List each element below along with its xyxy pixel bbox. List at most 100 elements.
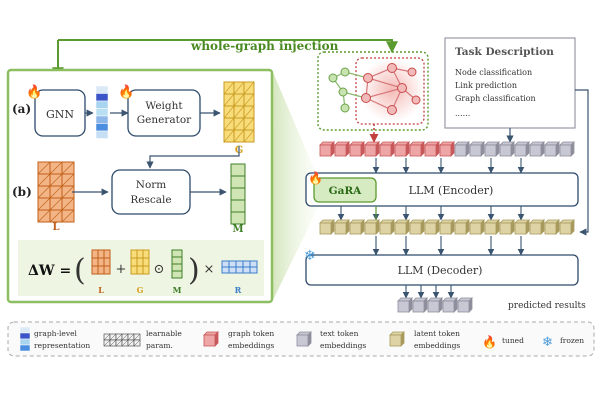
text-token-side <box>480 141 485 157</box>
matrix-g-hatch <box>243 93 255 107</box>
input-to-encoder-arrows <box>372 158 525 174</box>
graph-token-side <box>390 141 395 157</box>
output-token-row <box>397 297 473 313</box>
matrix-g-hatch <box>223 105 235 119</box>
text-token <box>514 144 527 157</box>
formula-r-cell <box>249 266 258 274</box>
latent-token-side <box>465 219 470 235</box>
legend-label: graph-level <box>34 329 78 338</box>
task-item: Link prediction <box>455 81 517 90</box>
legend-text-token-icon <box>296 334 309 347</box>
matrix-l <box>37 161 75 223</box>
text-token <box>484 144 497 157</box>
formula-l-cell <box>103 257 111 267</box>
legend-label: embeddings <box>320 341 366 350</box>
latent-token <box>559 222 572 235</box>
latent-token-side <box>495 219 500 235</box>
fire-icon: 🔥 <box>118 84 134 100</box>
latent-token-side <box>540 219 545 235</box>
text-token-side <box>540 141 545 157</box>
latent-token-side <box>390 219 395 235</box>
decoder-label: LLM (Decoder) <box>398 264 483 277</box>
text-token-side <box>495 141 500 157</box>
latent-token <box>544 222 557 235</box>
text-token-side <box>408 297 413 313</box>
matrix-l-hatch <box>37 209 51 223</box>
matrix-l-hatch <box>61 161 75 175</box>
matrix-l-hatch <box>37 161 51 175</box>
latent-token <box>499 222 512 235</box>
matrix-g-hatch <box>243 117 255 131</box>
formula-g-cell <box>142 265 150 275</box>
close-paren: ) <box>188 253 200 288</box>
predicted-results-label: predicted results <box>508 301 586 311</box>
matrix-g-hatch <box>233 129 245 143</box>
weight-generator-label-1: Weight <box>145 100 183 112</box>
text-token <box>427 300 440 313</box>
legend-label: tuned <box>502 336 524 345</box>
injection-path: whole-graph injection <box>52 39 398 80</box>
matrix-g-hatch <box>223 117 235 131</box>
legend-label: learnable <box>146 329 182 338</box>
matrix-m-cell <box>230 199 246 213</box>
graph-token <box>409 144 422 157</box>
matrix-g-hatch <box>243 81 255 95</box>
graph-token-side <box>405 141 410 157</box>
legend-learnable-hatch <box>109 333 117 341</box>
encoder-label: LLM (Encoder) <box>409 184 494 197</box>
latent-token <box>529 222 542 235</box>
latent-token-side <box>360 219 365 235</box>
graph-token <box>334 144 347 157</box>
legend-graph-level-icon <box>19 326 31 334</box>
matrix-g-hatch <box>223 81 235 95</box>
text-token <box>457 300 470 313</box>
legend-learnable-hatch <box>103 339 111 347</box>
task-item: Graph classification <box>455 94 536 103</box>
matrix-g-hatch <box>233 93 245 107</box>
text-token <box>412 300 425 313</box>
graph-token <box>349 144 362 157</box>
vector-cell <box>95 108 109 117</box>
text-token <box>454 144 467 157</box>
matrix-m-cell <box>230 163 246 177</box>
matrix-l-hatch <box>49 197 63 211</box>
formula-l-cell <box>91 249 99 259</box>
legend-learnable-hatch <box>133 333 141 341</box>
legend-text-token-icon-side <box>307 331 312 347</box>
llm-encoder: GaRA 🔥 LLM (Encoder) <box>305 171 579 207</box>
task-description-box: Task Description Node classification Lin… <box>444 37 589 236</box>
fire-icon: 🔥 <box>308 171 323 185</box>
matrix-l-hatch <box>61 185 75 199</box>
legend-learnable-hatch <box>109 339 117 347</box>
decoder-to-output-arrows <box>402 285 455 299</box>
legend-label: embeddings <box>228 341 274 350</box>
matrix-l-hatch <box>49 209 63 223</box>
formula-m-cell <box>171 256 183 265</box>
graph-token <box>364 144 377 157</box>
graph-token-side <box>330 141 335 157</box>
graph-level-representation <box>95 85 109 139</box>
text-token-side <box>510 141 515 157</box>
legend-learnable-hatch <box>103 333 111 341</box>
legend-learnable-hatch <box>121 333 129 341</box>
text-token <box>559 144 572 157</box>
formula-r-label: R <box>235 285 242 295</box>
text-token <box>442 300 455 313</box>
text-token-side <box>423 297 428 313</box>
formula-l-cell <box>103 249 111 259</box>
latent-token-side <box>375 219 380 235</box>
graph-illustration <box>317 51 429 143</box>
text-token-side <box>555 141 560 157</box>
formula-g-label: G <box>137 285 144 295</box>
graph-token-side <box>345 141 350 157</box>
formula-l-cell <box>103 265 111 275</box>
latent-token-side <box>525 219 530 235</box>
gara-label: GaRA <box>329 185 362 197</box>
legend-graph-level-icon <box>19 344 31 352</box>
text-token-side <box>465 141 470 157</box>
latent-token <box>469 222 482 235</box>
gnn-module: GNN 🔥 <box>26 84 86 137</box>
latent-token <box>319 222 332 235</box>
formula-matrix-l <box>91 249 111 275</box>
